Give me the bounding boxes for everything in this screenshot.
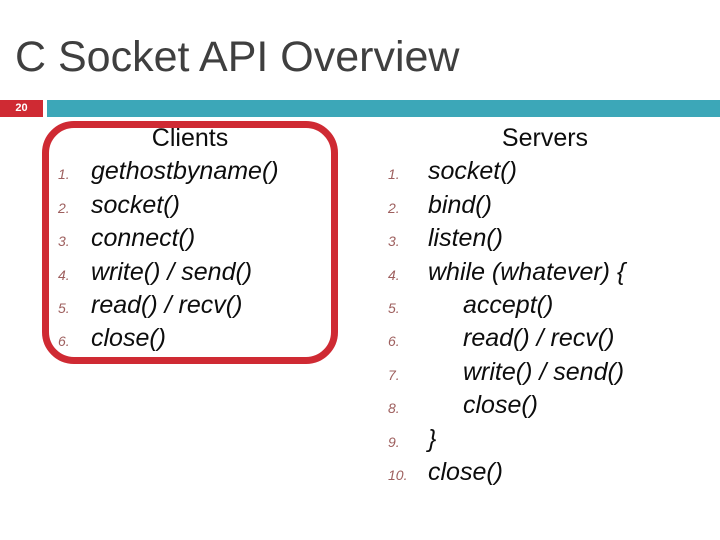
item-text: bind() <box>428 190 492 219</box>
item-text: write() / send() <box>463 357 625 386</box>
item-text: while (whatever) { <box>428 257 626 286</box>
list-item: 8. close() <box>380 389 710 422</box>
item-text: } <box>428 424 437 453</box>
list-item: 4. write() / send() <box>48 256 332 289</box>
item-number: 5. <box>58 299 70 316</box>
slide-title: C Socket API Overview <box>15 33 460 81</box>
item-text: close() <box>91 324 167 353</box>
item-number: 3. <box>388 233 400 250</box>
item-number: 1. <box>388 166 400 183</box>
item-number: 3. <box>58 233 70 250</box>
item-text: accept() <box>463 290 554 319</box>
accent-bar <box>47 100 720 117</box>
item-text: socket() <box>91 190 180 219</box>
servers-list: 1. socket() 2. bind() 3. listen() 4. while (… <box>380 155 710 489</box>
list-item: 1. gethostbyname() <box>48 155 332 188</box>
list-item: 9.} <box>380 423 710 456</box>
clients-heading: Clients <box>151 124 229 152</box>
item-text: read() / recv() <box>463 324 615 353</box>
item-text: socket() <box>428 157 517 186</box>
clients-list: 1. gethostbyname() 2. socket() 3. connect()… <box>48 155 332 355</box>
list-item: 6. close() <box>48 322 332 355</box>
item-number: 2. <box>58 199 70 216</box>
item-text: gethostbyname() <box>91 157 279 186</box>
servers-heading: Servers <box>501 124 589 152</box>
item-text: write() / send() <box>91 257 253 286</box>
item-number: 8. <box>388 400 400 417</box>
item-text: close() <box>463 391 539 420</box>
item-number: 4. <box>58 266 70 283</box>
list-item: 6. read() / recv() <box>380 322 710 355</box>
item-number: 2. <box>388 199 400 216</box>
item-number: 5. <box>388 299 400 316</box>
list-item: 3. listen() <box>380 222 710 255</box>
list-item: 7. write() / send() <box>380 356 710 389</box>
item-number: 4. <box>388 266 400 283</box>
list-item: 2. socket() <box>48 189 332 222</box>
item-number: 7. <box>388 366 400 383</box>
item-text: connect() <box>91 224 196 253</box>
list-item: 1. socket() <box>380 155 710 188</box>
list-item: 10. close() <box>380 456 710 489</box>
servers-panel: Servers 1. socket() 2. bind() 3. listen() 4… <box>380 122 710 489</box>
page-number-badge: 20 <box>0 100 43 117</box>
list-item: 2. bind() <box>380 189 710 222</box>
list-item: 3. connect() <box>48 222 332 255</box>
clients-panel: Clients 1. gethostbyname() 2. socket() 3. c… <box>48 122 332 356</box>
list-item: 5. read() / recv() <box>48 289 332 322</box>
list-item: 4. while (whatever) { <box>380 256 710 289</box>
item-number: 1. <box>58 166 70 183</box>
list-item: 5. accept() <box>380 289 710 322</box>
item-text: read() / recv() <box>91 290 243 319</box>
item-number: 10. <box>388 466 408 483</box>
item-number: 9. <box>388 433 400 450</box>
item-number: 6. <box>388 333 400 350</box>
clients-highlight-outline <box>42 121 338 364</box>
item-text: close() <box>428 457 504 486</box>
item-text: listen() <box>428 224 504 253</box>
item-number: 6. <box>58 333 70 350</box>
